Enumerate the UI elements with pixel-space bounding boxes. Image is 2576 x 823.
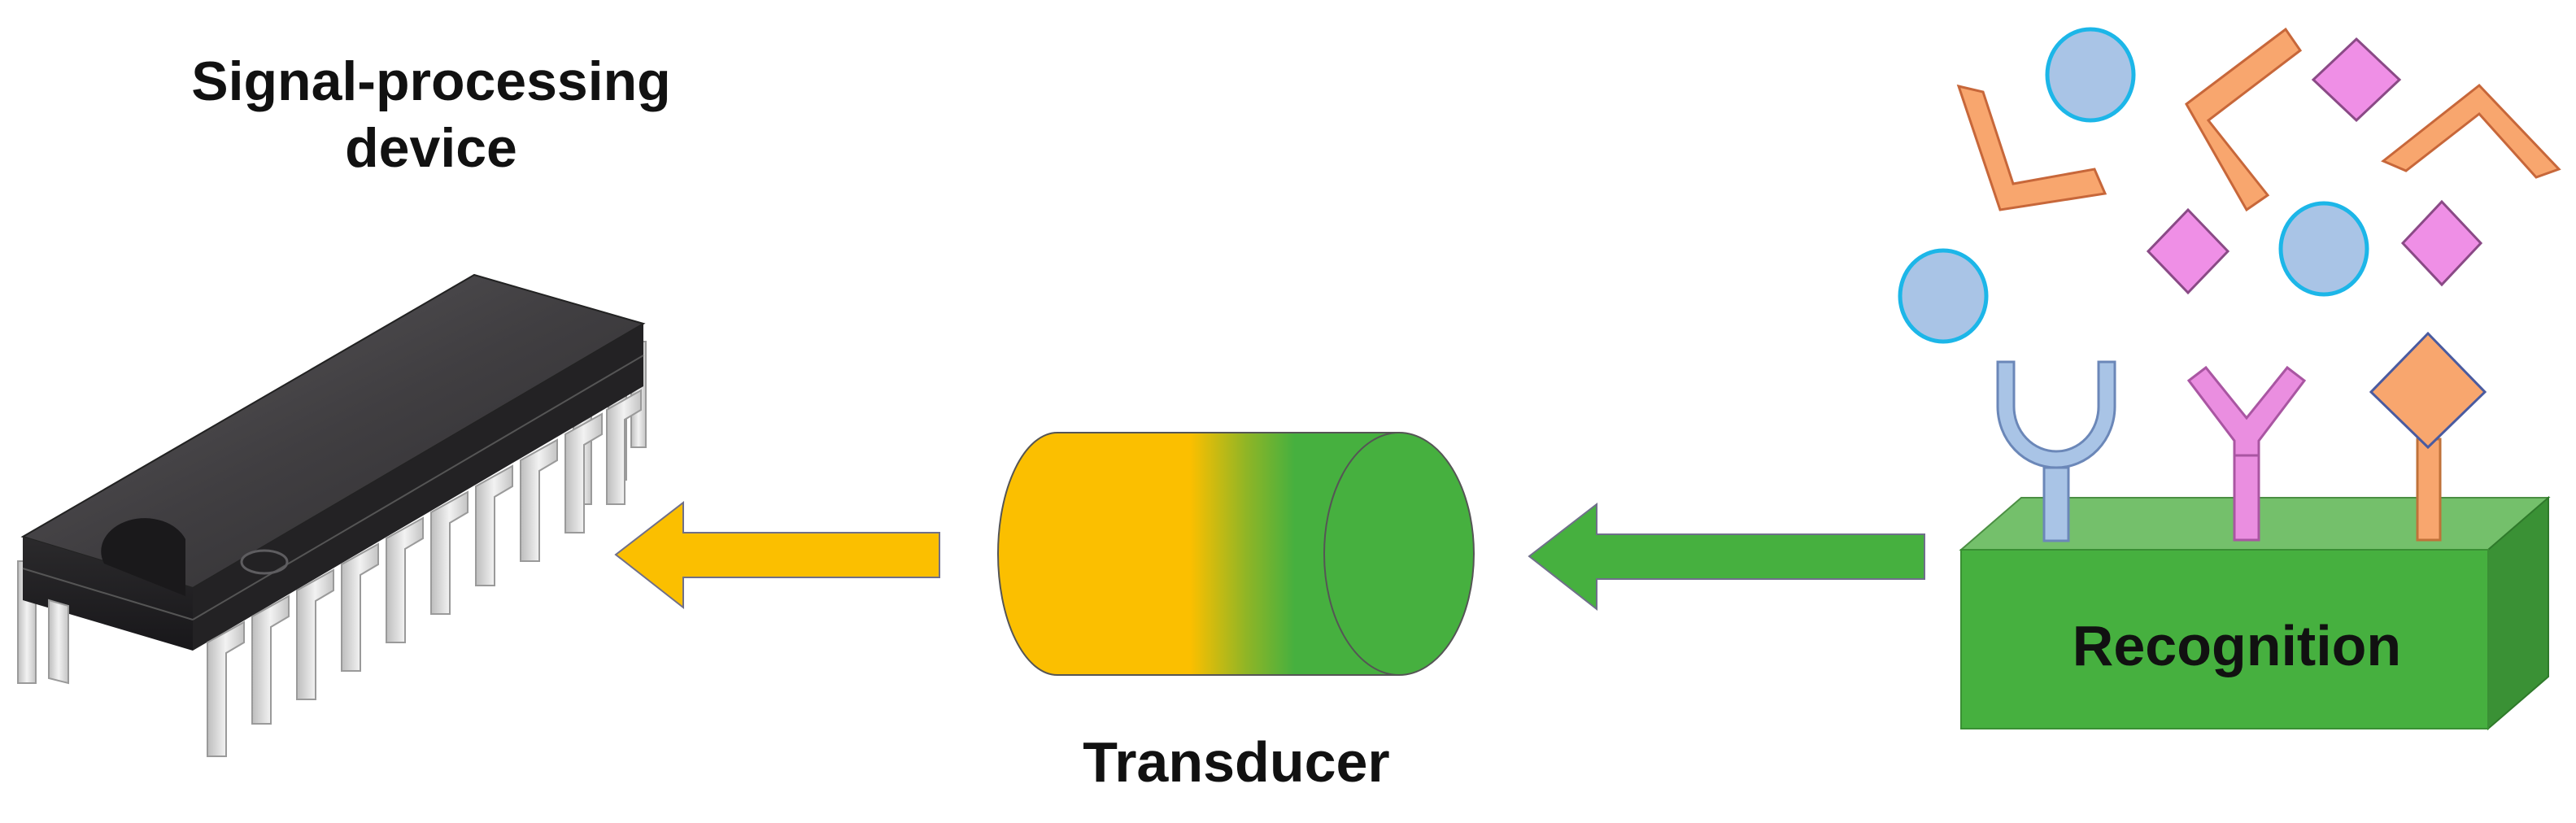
chip-pin1-dot: [240, 549, 289, 575]
transducer-end-cap: [1323, 432, 1475, 676]
analyte-chevrons: [1956, 27, 2561, 212]
receptor-orange: [2369, 331, 2487, 542]
transducer-label: Transducer: [1083, 730, 1390, 794]
device-label-line1: Signal-processing: [191, 50, 671, 112]
device-label: Signal-processing device: [146, 49, 716, 181]
chip-front-pins: [48, 389, 642, 757]
ic-chip: [17, 273, 647, 757]
transducer-cylinder: [997, 432, 1475, 676]
recognition-block: [1959, 495, 2551, 731]
analyte-circles: [1898, 27, 2369, 344]
chip-notch: [101, 518, 185, 596]
receptor-pink: [2186, 365, 2307, 542]
device-label-line2: device: [345, 116, 517, 179]
recognition-front-face: [1960, 549, 2489, 729]
arrow-to-transducer: [1528, 502, 1925, 612]
recognition-label: Recognition: [2072, 614, 2402, 677]
analyte-diamonds: [2146, 37, 2483, 295]
receptor-blue: [1996, 360, 2116, 542]
arrow-to-device: [614, 500, 940, 610]
